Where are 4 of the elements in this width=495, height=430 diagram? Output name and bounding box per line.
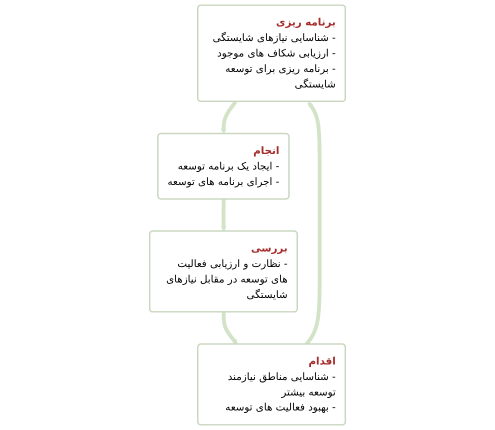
arrow	[304, 101, 322, 346]
arrow	[222, 312, 238, 345]
arrow	[220, 199, 226, 232]
arrow	[220, 100, 238, 134]
